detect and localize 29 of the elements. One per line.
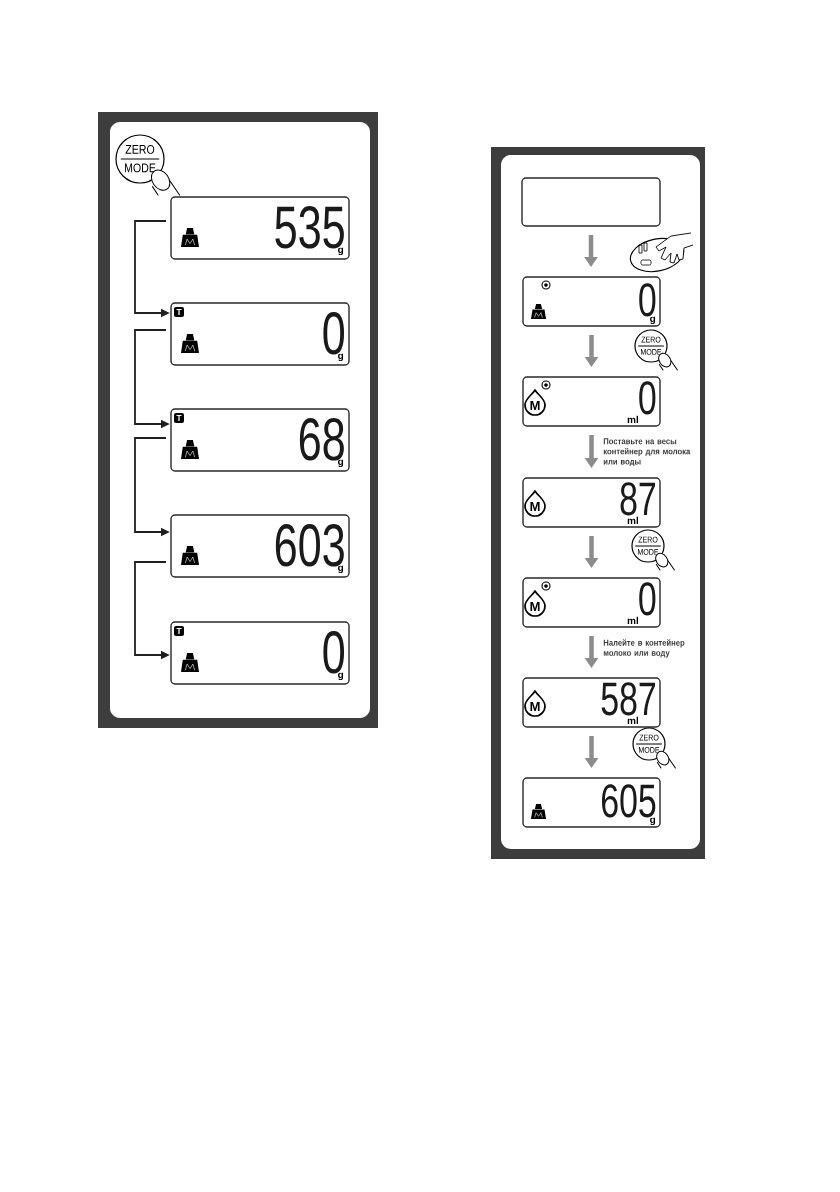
- lcd-display: [521, 177, 661, 227]
- display-reading: 0: [639, 381, 656, 415]
- zero-mode-button: ZERO MODE: [115, 134, 165, 184]
- unit-label: ml: [627, 616, 639, 624]
- unit-label: ml: [627, 716, 639, 724]
- display-reading: 0: [639, 283, 656, 317]
- panel-frame: [491, 147, 705, 859]
- unit-label: ml: [627, 516, 639, 524]
- display-reading: 0: [323, 312, 345, 355]
- display-reading: 0: [323, 631, 345, 674]
- edge-label: Налейте в контейнер молоко или воду: [603, 639, 685, 658]
- panel-frame: [98, 112, 378, 728]
- display-reading: 605: [602, 784, 656, 818]
- unit-label: g: [650, 817, 656, 826]
- hand-on-scale-drawing: [629, 232, 694, 273]
- display-reading: 587: [601, 682, 655, 716]
- display-reading: 68: [299, 418, 344, 461]
- unit-label: g: [338, 565, 344, 574]
- unit-label: g: [338, 247, 344, 256]
- display-reading: 87: [620, 482, 655, 516]
- display-reading: 0: [639, 582, 656, 616]
- display-reading: 603: [275, 524, 344, 567]
- unit-label: g: [338, 353, 344, 362]
- display-reading: 535: [275, 206, 344, 249]
- unit-label: g: [338, 459, 344, 468]
- edge-label: Поставьте на весы контейнер для молока или воды: [603, 438, 691, 467]
- unit-label: g: [338, 672, 344, 681]
- unit-label: ml: [627, 415, 639, 423]
- unit-label: g: [650, 316, 656, 325]
